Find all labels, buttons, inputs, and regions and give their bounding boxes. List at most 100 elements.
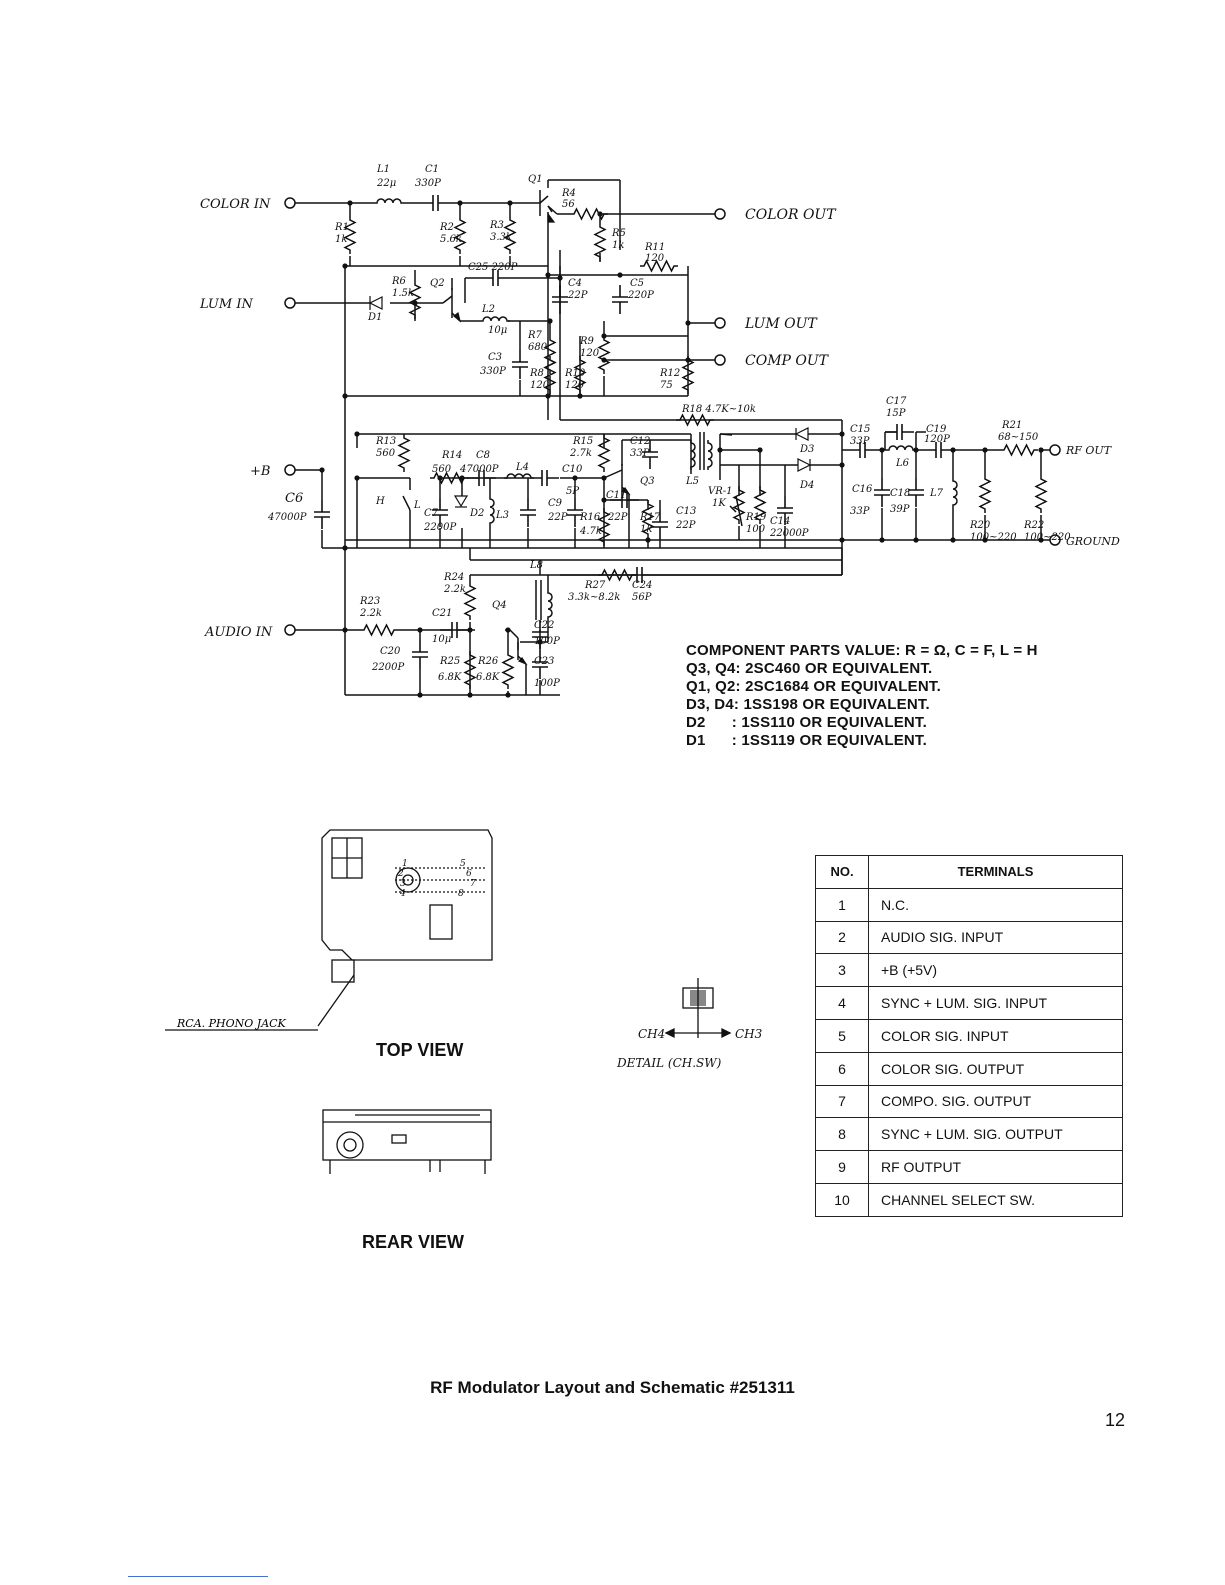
value-c22: 100P (534, 636, 560, 647)
note-line: Q3, Q4: 2SC460 OR EQUIVALENT. (686, 660, 933, 677)
label-r23: R23 (359, 596, 380, 607)
label-r7: R7 (527, 330, 543, 341)
value-r22: 100~220 (1024, 532, 1071, 543)
cell-no: 6 (815, 1051, 869, 1086)
value-c7: 2200P (423, 522, 456, 533)
note-line: COMPONENT PARTS VALUE: R = Ω, C = F, L =… (686, 642, 1038, 659)
cell-terminal: RF OUTPUT (868, 1150, 1123, 1184)
label-r8: R8 (529, 368, 544, 379)
label-l4: L4 (515, 462, 529, 473)
label-q2: Q2 (430, 278, 445, 289)
label-r22: R22 (1023, 520, 1044, 531)
label-d4: D4 (799, 480, 814, 491)
label-l3: L3 (495, 510, 509, 521)
figure-caption: RF Modulator Layout and Schematic #25131… (430, 1378, 795, 1397)
port-comp-out: COMP OUT (745, 353, 830, 369)
value-r15: 2.7k (569, 448, 592, 459)
label-r1: R1 (334, 222, 349, 233)
label-c8: C8 (476, 450, 490, 461)
label-c15: C15 (850, 424, 870, 435)
value-r19: 100 (746, 524, 766, 535)
column-header-terminals: TERMINALS (868, 855, 1123, 889)
board-number: 2 (397, 869, 404, 879)
label-r3: R3 (489, 220, 504, 231)
value-vr1: 1K (712, 498, 726, 509)
value-r7: 680 (528, 342, 548, 353)
note-line: D2 : 1SS110 OR EQUIVALENT. (686, 714, 927, 731)
value-r17: 1k (640, 524, 652, 535)
port-b-plus: +B (250, 464, 270, 479)
label-vr1: VR-1 (708, 486, 733, 497)
label-r5: R5 (611, 228, 626, 239)
cell-terminal: COLOR SIG. INPUT (868, 1018, 1123, 1053)
label-r2: R2 (439, 222, 454, 233)
value-r10: 120 (565, 380, 585, 391)
board-pin-numbers: 1 2 3 4 5 6 7 8 (397, 859, 476, 899)
cell-terminal: SYNC + LUM. SIG. OUTPUT (868, 1117, 1123, 1152)
rca-phono-jack-label: RCA. PHONO JACK (176, 1017, 287, 1030)
top-view-label: TOP VIEW (376, 1040, 464, 1060)
cell-no: 4 (815, 986, 869, 1020)
port-rf-out: RF OUT (1065, 444, 1113, 457)
value-c5: 220P (627, 290, 654, 301)
value-l2: 10μ (488, 325, 507, 336)
cell-no: 2 (815, 920, 869, 955)
cell-terminal: CHANNEL SELECT SW. (868, 1182, 1123, 1217)
label-r11: R11 (644, 242, 665, 253)
rear-view-label: REAR VIEW (362, 1232, 465, 1252)
detail-label: DETAIL (CH.SW) (616, 1056, 722, 1070)
value-c3: 330P (480, 366, 506, 377)
label-d2: D2 (469, 508, 484, 519)
cell-no: 8 (815, 1117, 869, 1152)
ch4-label: CH4 (638, 1027, 665, 1041)
value-r27: 3.3k~8.2k (568, 592, 620, 603)
cell-no: 5 (815, 1018, 869, 1053)
value-c11: 22P (607, 512, 628, 523)
value-c10: 5P (566, 486, 579, 497)
value-c14: 22000P (769, 528, 809, 539)
label-r4: R4 (561, 188, 576, 199)
board-number: 6 (466, 869, 472, 879)
label-c6: C6 (285, 491, 303, 506)
value-c24: 56P (632, 592, 652, 603)
label-r14: R14 (441, 450, 462, 461)
label-c7: C7 (424, 508, 439, 519)
label-d3: D3 (799, 444, 814, 455)
label-c16: C16 (852, 484, 873, 495)
component-notes: COMPONENT PARTS VALUE: R = Ω, C = F, L =… (686, 642, 1038, 750)
value-c19: 120P (924, 434, 950, 445)
value-c18: 39P (890, 504, 910, 515)
value-r26: 6.8K (476, 672, 500, 683)
label-c19: C19 (926, 424, 947, 435)
label-q4: Q4 (492, 600, 507, 611)
label-c22: C22 (534, 620, 554, 631)
label-r17: R17 (639, 512, 661, 523)
cell-no: 7 (815, 1084, 869, 1119)
cell-no: 10 (815, 1182, 869, 1217)
label-r15: R15 (572, 436, 593, 447)
label-l6: L6 (895, 458, 910, 469)
label-l2: L2 (481, 304, 495, 315)
label-c17: C17 (886, 396, 907, 407)
label-c10: C10 (562, 464, 583, 475)
label-r27: R27 (584, 580, 606, 591)
label-c9: C9 (548, 498, 563, 509)
schematic-diagram: COLOR IN LUM IN +B AUDIO IN COLOR OUT LU… (165, 164, 1120, 1174)
rear-view-drawing (322, 1109, 492, 1174)
cell-terminal: AUDIO SIG. INPUT (868, 920, 1123, 955)
label-c12: C12 (630, 436, 650, 447)
value-r14: 560 (432, 464, 452, 475)
label-r13: R13 (375, 436, 396, 447)
value-r6: 1.5k (392, 288, 414, 299)
label-l: L (413, 500, 421, 511)
value-r5: 1k (612, 240, 624, 251)
value-r24: 2.2k (443, 584, 466, 595)
cell-terminal: SYNC + LUM. SIG. INPUT (868, 986, 1123, 1020)
label-r6: R6 (391, 276, 407, 287)
value-r25: 6.8K (438, 672, 462, 683)
port-audio-in: AUDIO IN (204, 625, 273, 640)
